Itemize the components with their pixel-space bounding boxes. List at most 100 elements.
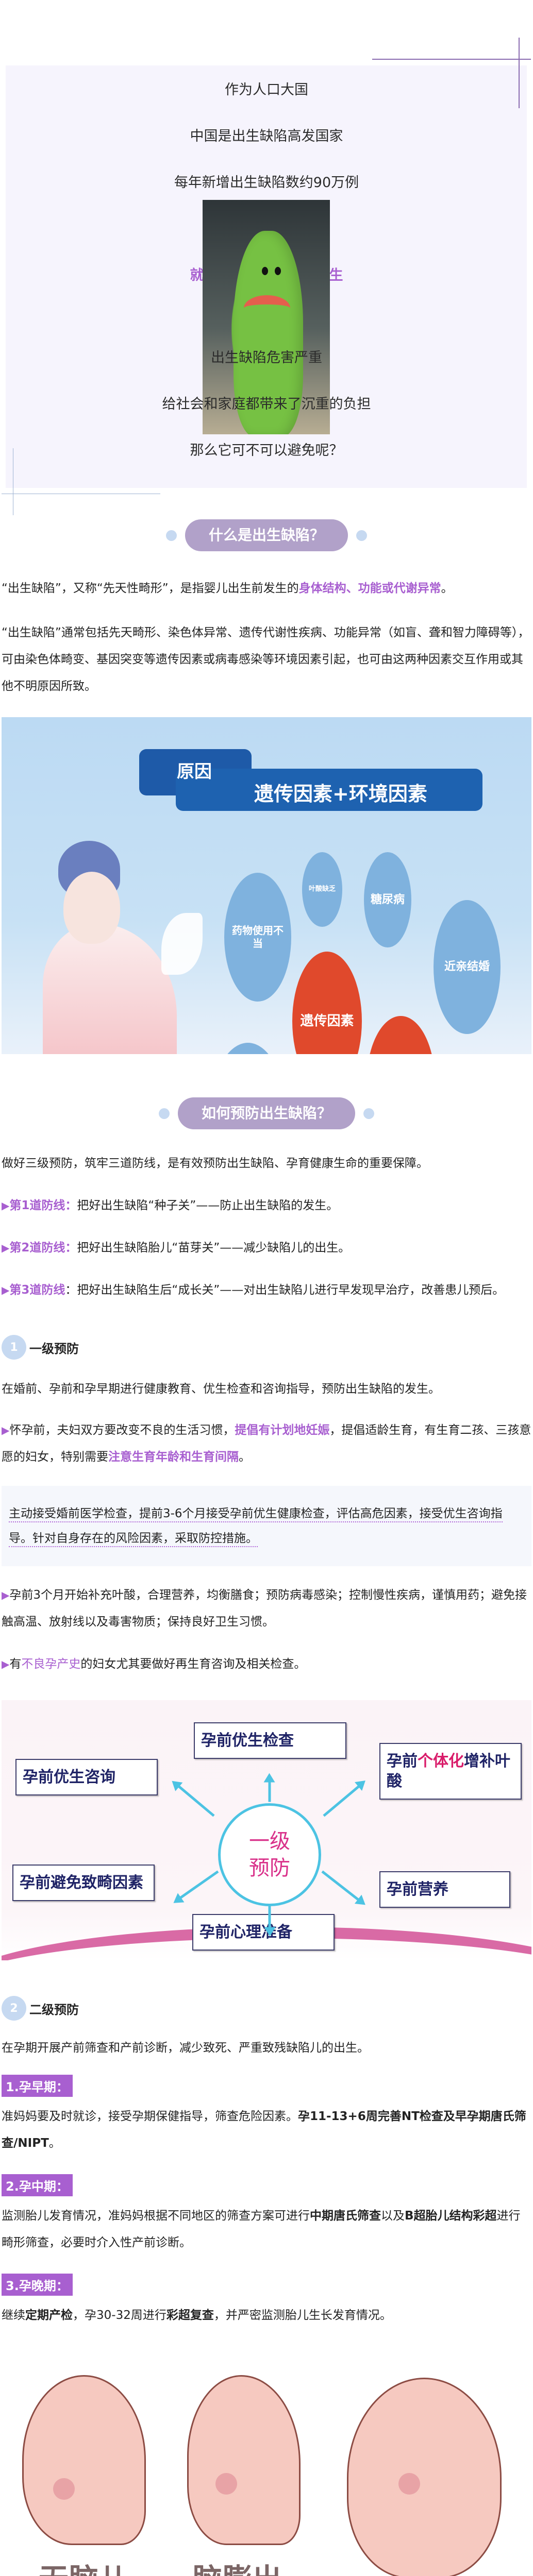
text: 以及 [381, 2209, 405, 2223]
text: 监测胎儿发育情况，准妈妈根据不同地区的筛查方案可进行 [2, 2209, 310, 2223]
text: 。 [48, 2137, 61, 2150]
triangle-bullet-icon: ▶ [2, 1199, 10, 1212]
primary-prevention-heading: 1 一级预防 [0, 1334, 533, 1360]
arrow-icon [321, 1870, 364, 1905]
text: “出生缺陷”，又称“先天性畸形”，是指婴儿出生前发生的 [2, 582, 299, 595]
heading-pill: 什么是出生缺陷？ [185, 519, 348, 551]
heading-pill: 如何预防出生缺陷？ [177, 1097, 355, 1129]
text: ，并严密监测胎儿生长发育情况。 [213, 2309, 392, 2322]
defect-label: 无脑儿 [39, 2555, 128, 2576]
underlined-text: 主动接受婚前医学检查，提前3-6个月接受孕前优生健康检查，评估高危因素，接受优生… [9, 1507, 503, 1547]
center-label: 一级预防 [249, 1829, 290, 1880]
text: 。 [239, 1450, 251, 1464]
defense-label: 第3道防线 [9, 1283, 65, 1297]
baby-anencephaly [22, 2375, 146, 2545]
notice-text: 主动接受婚前医学检查，提前3-6个月接受孕前优生健康检查，评估高危因素，接受优生… [9, 1501, 524, 1551]
stage-text-late: 继续定期产检，孕30-32周进行彩超复查，并严密监测胎儿生长发育情况。 [0, 2302, 533, 2329]
three-level-intro: 做好三级预防，筑牢三道防线，是有效预防出生缺陷、孕育健康生命的重要保障。 [2, 1157, 428, 1170]
dot-icon [165, 530, 177, 541]
primary-description: 在婚前、孕前和孕早期进行健康教育、优生检查和咨询指导，预防出生缺陷的发生。 [2, 1382, 440, 1396]
diagram-box-top-right: 孕前个体化增补叶酸 [379, 1743, 522, 1800]
birth-defects-illustration: 无脑儿 脑膨出 脊柱裂 [2, 2339, 531, 2576]
cause-bubble-genetic: 遗传因素 [292, 952, 362, 1054]
pregnant-woman-illustration [22, 841, 203, 1054]
dot-icon [158, 1108, 170, 1119]
intro-line: 那么它可不可以避免呢？ [190, 443, 343, 459]
primary-item-pre-pregnancy: ▶怀孕前，夫妇双方要改变不良的生活习惯，提倡有计划地妊娠，提倡适龄生育，有生育二… [0, 1417, 533, 1470]
defense-line-1: ▶第1道防线：把好出生缺陷“种子关”——防止出生缺陷的发生。 [0, 1192, 533, 1219]
plush-frown [244, 295, 290, 321]
plush-eye [262, 267, 268, 275]
number-badge: 2 [2, 1996, 26, 2021]
defense-line-3: ▶第3道防线：把好出生缺陷生后“成长关”——对出生缺陷儿进行早发现早治疗，改善患… [0, 1277, 533, 1303]
intro-line: 给社会和家庭都带来了沉重的负担 [162, 396, 371, 412]
dot-icon [363, 1108, 374, 1119]
text: 。 [441, 582, 453, 595]
defense-label: 第2道防线： [9, 1241, 77, 1255]
intro-line: 出生缺陷危害严重 [211, 350, 322, 366]
bold-text: B超胎儿结构彩超 [405, 2209, 497, 2223]
text: 把好出生缺陷胎儿“苗芽关”——减少缺陷儿的出生。 [77, 1241, 351, 1255]
text: 怀孕前，夫妇双方要改变不良的生活习惯， [9, 1423, 235, 1437]
arrow-icon [268, 1776, 271, 1802]
notice-box: 主动接受婚前医学检查，提前3-6个月接受孕前优生健康检查，评估高危因素，接受优生… [2, 1486, 531, 1566]
arrow-icon [268, 1905, 271, 1934]
primary-item-folic-acid: ▶孕前3个月开始补充叶酸，合理营养，均衡膳食；预防病毒感染；控制慢性疾病，谨慎用… [0, 1582, 533, 1635]
sad-plush-image [203, 200, 330, 434]
text: 进行畸形筛查，必要时介入性产前诊断。 [2, 2209, 521, 2249]
causes-illustration: 原因 遗传因素+环境因素 药物使用不当 叶酸缺乏 糖尿病 近亲结婚 遗传因素 环… [2, 717, 531, 1054]
wing-icon [161, 913, 203, 975]
subsection-title: 二级预防 [29, 2002, 79, 2017]
diagram-box-bottom-left: 孕前避免致畸因素 [12, 1865, 155, 1901]
highlight-text: 提倡有计划地妊娠 [235, 1423, 330, 1437]
intro-line: 每年新增出生缺陷数约90万例 [174, 175, 359, 191]
bold-text: 孕11-13+6周完善NT检查及早孕期唐氏筛查/NIPT [2, 2110, 526, 2150]
section-heading-what: 什么是出生缺陷？ [0, 519, 533, 551]
types-paragraph: “出生缺陷”通常包括先天畸形、染色体异常、遗传代谢性疾病、功能异常（如盲、聋和智… [2, 626, 530, 693]
cheek [53, 2478, 75, 2500]
intro-line: 作为人口大国 [225, 82, 308, 98]
text: 孕前 [387, 1752, 418, 1770]
decorative-line [519, 38, 520, 108]
defense-label: 第1道防线： [9, 1199, 77, 1212]
arrow-icon [173, 1782, 215, 1817]
highlight-text: 个体化 [418, 1752, 464, 1770]
highlight-text: 身体结构、功能或代谢异常 [298, 582, 441, 595]
text: ，提倡适龄生育，有生育二孩、三孩意愿的妇女，特别需要 [2, 1423, 531, 1464]
plush-eye [275, 267, 281, 275]
stage-text-mid: 监测胎儿发育情况，准妈妈根据不同地区的筛查方案可进行中期唐氏筛查以及B超胎儿结构… [0, 2202, 533, 2256]
cause-title-band [176, 769, 482, 811]
cause-bubble: 叶酸缺乏 [302, 852, 342, 927]
baby-encephalocele [187, 2375, 301, 2545]
secondary-prevention-heading: 2 二级预防 [0, 1995, 533, 2021]
arrow-icon [175, 1870, 219, 1902]
cause-bubble: 糖尿病 [364, 852, 411, 947]
cause-bubble: 药物使用不当 [224, 873, 291, 1002]
secondary-description: 在孕期开展产前筛查和产前诊断，减少致死、严重致残缺陷儿的出生。 [2, 2041, 369, 2055]
triangle-bullet-icon: ▶ [2, 1658, 10, 1670]
dress [43, 923, 177, 1054]
decorative-line [372, 59, 531, 60]
text: 的妇女尤其要做好再生育咨询及相关检查。 [80, 1657, 306, 1671]
text: ：把好出生缺陷生后“成长关”——对出生缺陷儿进行早发现早治疗，改善患儿预后。 [65, 1283, 505, 1297]
primary-prevention-diagram: 孕前优生检查 孕前优生咨询 孕前个体化增补叶酸 孕前避免致畸因素 孕前营养 孕前… [2, 1700, 531, 1960]
triangle-bullet-icon: ▶ [2, 1589, 10, 1601]
arrow-icon [323, 1782, 364, 1817]
triangle-bullet-icon: ▶ [2, 1284, 10, 1296]
highlight-text: 不良孕产史 [21, 1657, 81, 1671]
subsection-title: 一级预防 [29, 1341, 79, 1356]
cause-bubble-environment: 环境因素 [367, 1016, 435, 1054]
intro-section: 作为人口大国 中国是出生缺陷高发国家 每年新增出生缺陷数约90万例 相当于每半分… [0, 0, 533, 515]
text: 准妈妈要及时就诊，接受孕期保健指导，筛查危险因素。 [2, 2110, 298, 2123]
text: 继续 [2, 2309, 25, 2322]
text: ，孕30-32周进行 [73, 2309, 166, 2322]
diagram-box-top-left: 孕前优生咨询 [15, 1759, 158, 1795]
defense-line-2: ▶第2道防线：把好出生缺陷胎儿“苗芽关”——减少缺陷儿的出生。 [0, 1234, 533, 1261]
stage-label-early: 1.孕早期： [2, 2075, 73, 2097]
text: 增补叶酸 [387, 1752, 510, 1790]
highlight-text: 注意生育年龄和生育间隔 [108, 1450, 239, 1464]
text: 把好出生缺陷“种子关”——防止出生缺陷的发生。 [77, 1199, 339, 1212]
primary-item-history: ▶有不良孕产史的妇女尤其要做好再生育咨询及相关检查。 [0, 1651, 533, 1677]
stage-label-late: 3.孕晚期： [2, 2274, 73, 2296]
intro-closing-text: 出生缺陷危害严重 给社会和家庭都带来了沉重的负担 那么它可不可以避免呢？ [0, 335, 533, 474]
